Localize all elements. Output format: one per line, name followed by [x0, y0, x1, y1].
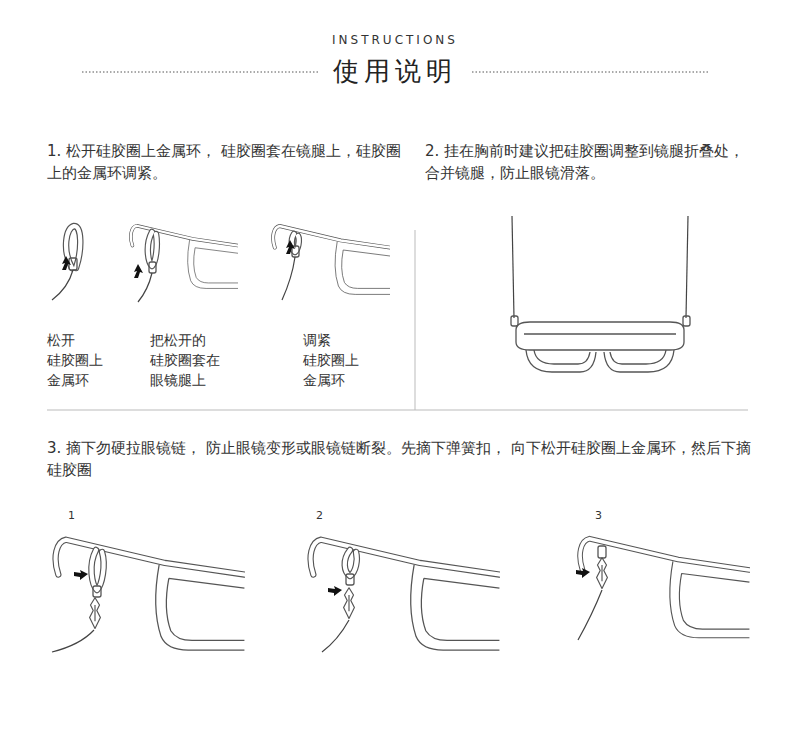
callout-number: 1 [68, 509, 75, 523]
step-text: 1. 松开硅胶圈上金属环， 硅胶圈套在镜腿上，硅胶圈上的金属环调紧。 [47, 140, 412, 184]
step-text: 3. 摘下勿硬拉眼镜链， 防止眼镜变形或眼镜链断裂。先摘下弹簧扣， 向下松开硅胶… [47, 437, 757, 481]
callout-number: 3 [595, 509, 602, 523]
caption-text: 把松开的 硅胶圈套在 眼镜腿上 [150, 330, 220, 390]
hanging-glasses [511, 216, 690, 372]
caption-text: 松开 硅胶圈上 金属环 [47, 330, 103, 390]
subtitle: INSTRUCTIONS [0, 32, 790, 48]
page-title: 使用说明 [0, 54, 790, 88]
removal-step [52, 540, 244, 652]
callout-number: 2 [316, 509, 323, 523]
silicone-loop [52, 226, 80, 300]
glasses-temple [273, 226, 390, 300]
removal-step [311, 540, 500, 652]
glasses-temple [131, 226, 238, 302]
divider [47, 230, 748, 410]
caption-text: 调紧 硅胶圈上 金属环 [303, 330, 359, 390]
step-text: 2. 挂在胸前时建议把硅胶圈调整到镜腿折叠处，合并镜腿，防止眼镜滑落。 [425, 140, 755, 184]
removal-step [576, 539, 749, 640]
